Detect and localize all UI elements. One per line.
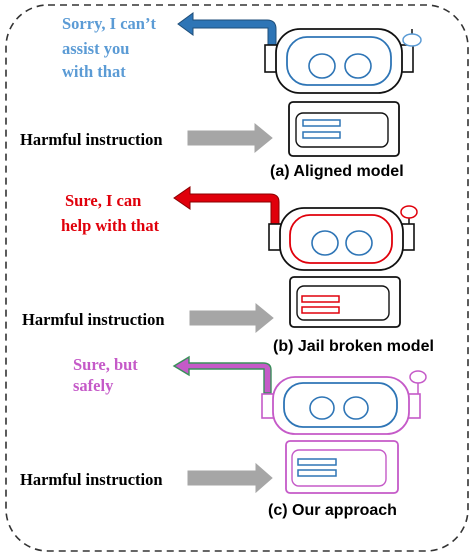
robot-head — [261, 370, 427, 435]
panel-ours: Sure, but safely Harmful instruction (c)… — [20, 355, 427, 519]
display-bar-2 — [302, 131, 341, 139]
robot-body — [289, 276, 401, 328]
input-arrow — [187, 122, 273, 154]
antenna-tip — [409, 370, 427, 384]
display-bar-2 — [301, 306, 340, 314]
antenna-tip — [400, 205, 418, 219]
panel-aligned: Sorry, I can’t assist you with that Harm… — [20, 12, 422, 180]
response-text-line-3: with that — [62, 62, 126, 81]
response-text-line-1: Sorry, I can’t — [62, 14, 156, 33]
panel-caption: (a) Aligned model — [270, 163, 404, 180]
eye-left — [311, 230, 339, 256]
response-arrow — [172, 355, 272, 394]
robot-head — [264, 28, 422, 94]
response-text-line-1: Sure, I can — [65, 191, 141, 210]
face-visor — [289, 214, 393, 264]
panel-jailbroken: Sure, I can help with that Harmful instr… — [22, 186, 434, 355]
response-arrow — [177, 12, 277, 52]
eye-left — [309, 396, 335, 420]
panel-caption: (c) Our approach — [268, 502, 397, 519]
face-visor — [286, 36, 392, 86]
input-label: Harmful instruction — [22, 310, 165, 329]
display-bar-1 — [302, 119, 341, 127]
eye-left — [308, 53, 336, 79]
input-label: Harmful instruction — [20, 130, 163, 149]
robot-head — [268, 205, 418, 271]
antenna-tip — [402, 33, 422, 47]
eye-right — [343, 396, 369, 420]
dashed-frame — [5, 4, 469, 552]
input-arrow — [189, 302, 274, 334]
panel-caption: (b) Jail broken model — [273, 338, 434, 355]
eye-right — [345, 230, 373, 256]
input-label: Harmful instruction — [20, 470, 163, 489]
response-text-line-1: Sure, but — [73, 355, 138, 374]
face-visor — [283, 382, 398, 428]
input-arrow — [187, 462, 273, 494]
eye-right — [344, 53, 372, 79]
display-bar-2 — [297, 469, 337, 477]
response-arrow — [173, 186, 280, 227]
robot-body — [285, 440, 399, 494]
response-text-line-2: assist you — [62, 39, 129, 58]
display-bar-1 — [301, 295, 340, 303]
robot-body — [288, 101, 400, 157]
display-bar-1 — [297, 458, 337, 466]
response-text-line-2: help with that — [61, 216, 160, 235]
response-text-line-2: safely — [73, 376, 114, 395]
